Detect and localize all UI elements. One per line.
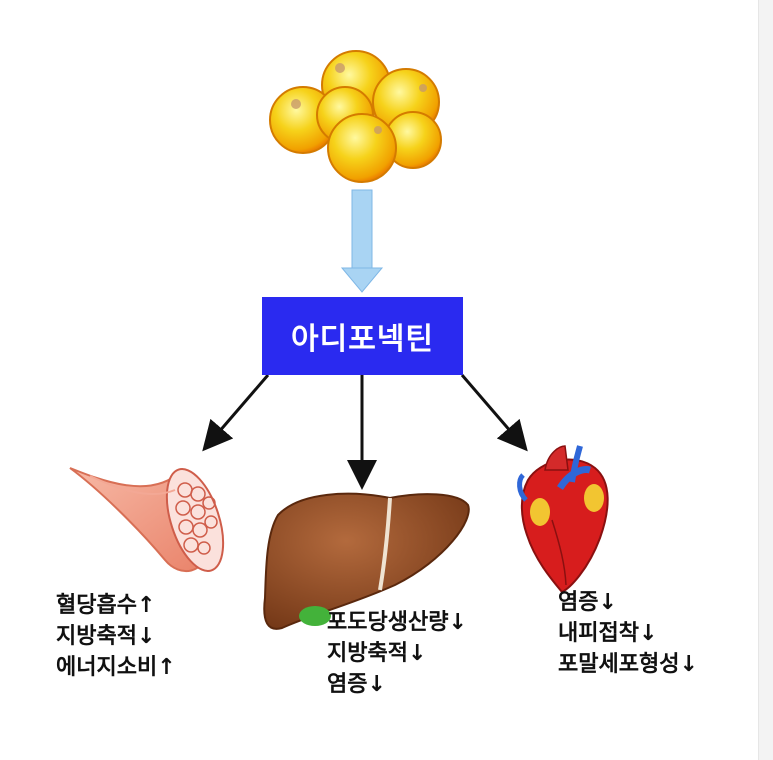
liver-icon — [263, 492, 470, 630]
liver-effect-item: 지방축적↓ — [327, 641, 427, 666]
adiponectin-box: 아디포넥틴 — [262, 297, 463, 375]
muscle-effect-item: 지방축적↓ — [56, 624, 156, 649]
liver-effects-list: 포도당생산량↓ 지방축적↓ 염증↓ — [327, 607, 467, 700]
arrow-to-heart — [460, 374, 528, 452]
heart-effect-item: 내피접착↓ — [558, 621, 658, 646]
arrows-to-targets — [202, 374, 528, 490]
heart-effect-item: 포말세포형성↓ — [558, 652, 698, 677]
heart-icon — [517, 445, 609, 594]
arrow-down-to-hub — [340, 189, 384, 293]
muscle-effects-list: 혈당흡수↑ 지방축적↓ 에너지소비↑ — [56, 590, 176, 683]
scroll-edge — [758, 0, 773, 760]
heart-effect-item: 염증↓ — [558, 590, 617, 615]
muscle-icon — [69, 467, 225, 573]
muscle-effect-item: 에너지소비↑ — [56, 655, 176, 680]
heart-effects-list: 염증↓ 내피접착↓ 포말세포형성↓ — [558, 587, 698, 680]
muscle-effect-item: 혈당흡수↑ — [56, 593, 156, 618]
liver-effect-item: 염증↓ — [327, 672, 386, 697]
liver-effect-item: 포도당생산량↓ — [327, 610, 467, 635]
arrow-to-muscle — [202, 374, 270, 452]
fat-cells-icon — [269, 50, 442, 183]
